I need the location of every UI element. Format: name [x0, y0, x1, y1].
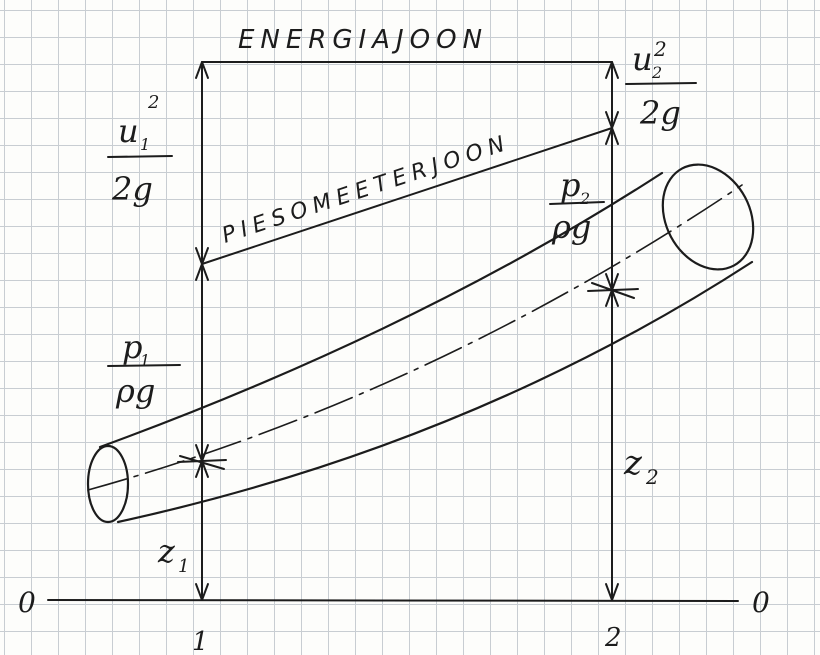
- svg-text:u: u: [632, 40, 653, 78]
- svg-text:1: 1: [140, 351, 150, 370]
- datum-label-right: 0: [752, 586, 770, 619]
- velocity-head-1: u 1 2 2g: [107, 92, 173, 208]
- svg-text:2g: 2g: [111, 170, 153, 208]
- section-2-label: 2: [604, 623, 622, 653]
- datum-label-left: 0: [18, 586, 36, 619]
- pressure-head-2: p 2 ρg: [549, 166, 605, 246]
- svg-text:z: z: [623, 443, 643, 483]
- piezometric-line-label: PIESOMEETERJOON: [219, 130, 514, 249]
- svg-text:p: p: [122, 328, 142, 366]
- svg-text:ρg: ρg: [551, 208, 591, 246]
- velocity-head-2: u 2 2 2g: [625, 37, 697, 132]
- svg-text:p: p: [560, 166, 580, 204]
- pressure-head-1: p 1 ρg: [107, 328, 181, 410]
- svg-text:2: 2: [653, 37, 667, 61]
- svg-text:2: 2: [147, 92, 159, 113]
- pipe-centerline: [87, 184, 743, 491]
- pipe-upper-edge: [98, 171, 664, 449]
- pipe-lower-edge: [116, 260, 754, 524]
- elevation-head-2: z 2: [623, 443, 659, 489]
- datum-line: [47, 599, 739, 602]
- section-2-centroid-mark: [587, 282, 639, 299]
- svg-text:2g: 2g: [639, 94, 681, 132]
- elevation-head-1: z 1: [157, 532, 189, 577]
- svg-text:ρg: ρg: [115, 372, 155, 410]
- pipe-outlet-ellipse: [661, 163, 755, 271]
- pipe-inlet-ellipse: [86, 444, 130, 524]
- svg-text:z: z: [157, 532, 176, 570]
- svg-text:2: 2: [651, 63, 662, 82]
- svg-text:1: 1: [178, 556, 189, 577]
- section-1-label: 1: [192, 627, 209, 655]
- svg-text:2: 2: [645, 465, 659, 489]
- svg-text:2: 2: [579, 189, 590, 208]
- svg-text:1: 1: [140, 135, 150, 154]
- piezometric-line: [201, 127, 613, 265]
- svg-text:u: u: [118, 112, 139, 150]
- section-1-centroid-mark: [177, 455, 227, 470]
- energy-line-label: ENERGIAJOON: [238, 25, 488, 55]
